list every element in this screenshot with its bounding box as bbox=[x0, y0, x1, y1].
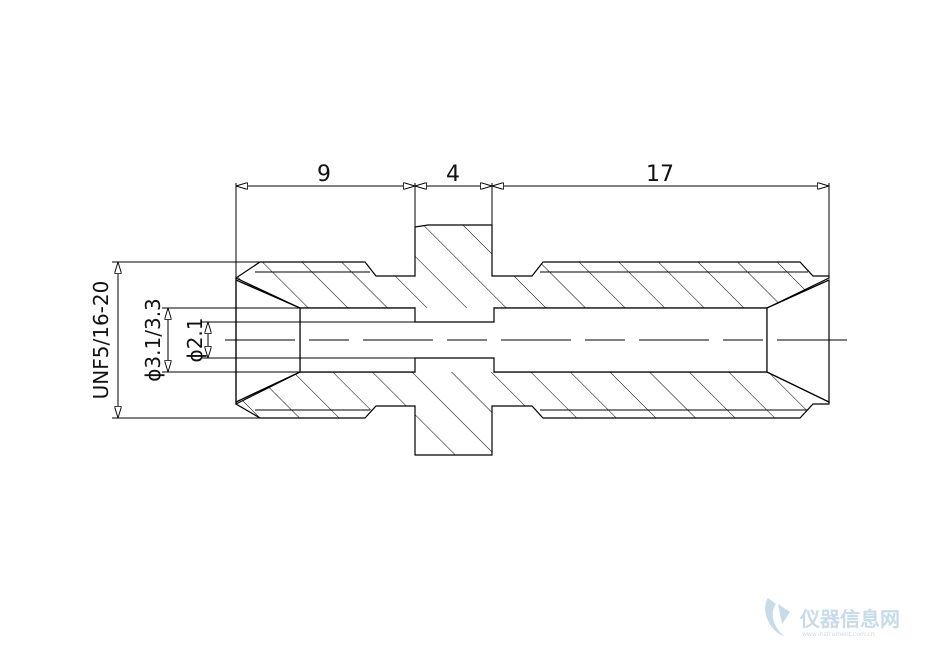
bore-outline bbox=[300, 307, 767, 373]
bore-diameter-label: ϕ3.1/3.3 bbox=[141, 298, 165, 382]
watermark-text: 仪器信息网 bbox=[799, 607, 900, 631]
watermark: 仪器信息网 www.instrument.com.cn bbox=[765, 598, 900, 638]
dimension-label-4: 4 bbox=[446, 162, 460, 187]
inner-diameter-label: ϕ2.1 bbox=[183, 318, 207, 363]
watermark-subtext: www.instrument.com.cn bbox=[802, 631, 875, 638]
dimension-label-9: 9 bbox=[317, 162, 331, 187]
thread-spec-label: UNF5/16-20 bbox=[89, 281, 113, 400]
dimension-lines-top bbox=[235, 183, 830, 278]
watermark-logo-icon bbox=[765, 598, 790, 636]
dimension-label-17: 17 bbox=[646, 162, 674, 187]
dimension-lines-left bbox=[112, 261, 415, 419]
